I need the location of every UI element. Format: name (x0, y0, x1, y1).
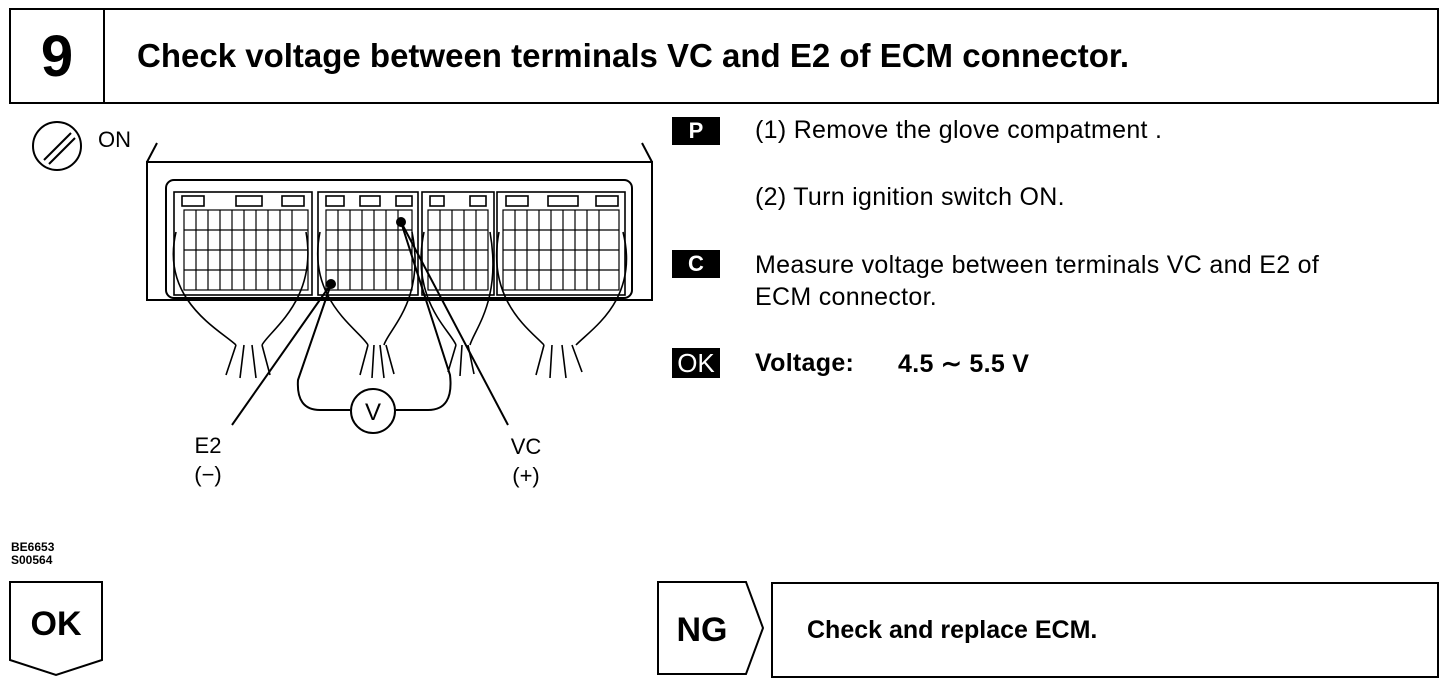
figure-code: BE6653 S00564 (11, 540, 55, 567)
voltmeter-leads (231, 217, 509, 426)
terminal-grid (183, 209, 620, 291)
instruction-step-2: (2) Turn ignition switch ON. (755, 183, 1065, 211)
step-header: 9 Check voltage between terminals VC and… (9, 8, 1439, 104)
ecm-connector-diagram: ON (32, 121, 653, 488)
vc-label: VC (511, 434, 542, 459)
wire-harness (172, 231, 628, 379)
ok-outcome-tag: OK (9, 581, 103, 677)
voltmeter-icon: V (350, 388, 396, 434)
spec-value: 4.5 ∼ 5.5 V (898, 350, 1030, 378)
ok-spec-badge: OK (672, 348, 720, 378)
ng-action-text: Check and replace ECM. (807, 615, 1098, 644)
ok-outcome-label: OK (31, 605, 82, 643)
ecm-housing (146, 142, 653, 301)
e2-polarity: (−) (194, 462, 222, 487)
ng-outcome-label: NG (677, 611, 728, 649)
ng-action-box: Check and replace ECM. (771, 582, 1439, 678)
step-title: Check voltage between terminals VC and E… (137, 37, 1130, 74)
step-number: 9 (11, 10, 105, 102)
prepare-badge: P (672, 117, 720, 145)
e2-label: E2 (195, 433, 222, 458)
meter-label: V (365, 399, 381, 426)
ng-outcome-tag: NG (657, 581, 765, 675)
check-badge: C (672, 250, 720, 278)
check-line-1: Measure voltage between terminals VC and… (755, 251, 1320, 279)
check-line-2: ECM connector. (755, 283, 938, 311)
instruction-step-1: (1) Remove the glove compatment . (755, 116, 1163, 144)
ignition-switch-icon (32, 121, 82, 171)
switch-label: ON (98, 127, 131, 152)
spec-label: Voltage: (755, 349, 855, 377)
connector-blocks (173, 191, 626, 296)
vc-polarity: (+) (512, 463, 540, 488)
